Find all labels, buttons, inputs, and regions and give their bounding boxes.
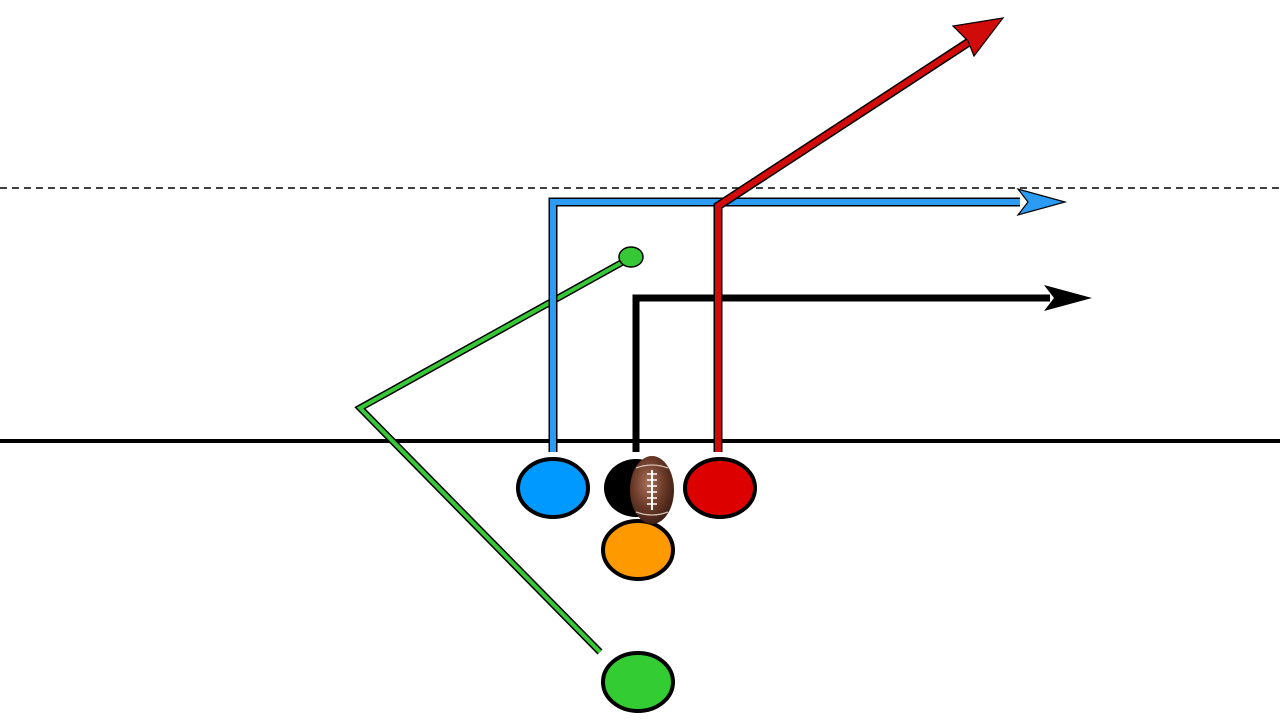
player-quarterback — [601, 519, 675, 581]
player-right-receiver — [683, 457, 757, 519]
route-right-receiver — [713, 17, 1005, 452]
football-icon — [630, 456, 674, 524]
route-left-receiver — [548, 187, 1068, 452]
route-running-back — [354, 246, 644, 655]
route-arrowhead — [1044, 285, 1092, 311]
route-end-dot — [618, 246, 644, 268]
route-arrowhead — [951, 17, 1005, 58]
route-center — [632, 285, 1092, 452]
player-running-back — [601, 651, 675, 713]
route-arrowhead — [1016, 187, 1068, 217]
player-left-receiver — [516, 457, 590, 519]
